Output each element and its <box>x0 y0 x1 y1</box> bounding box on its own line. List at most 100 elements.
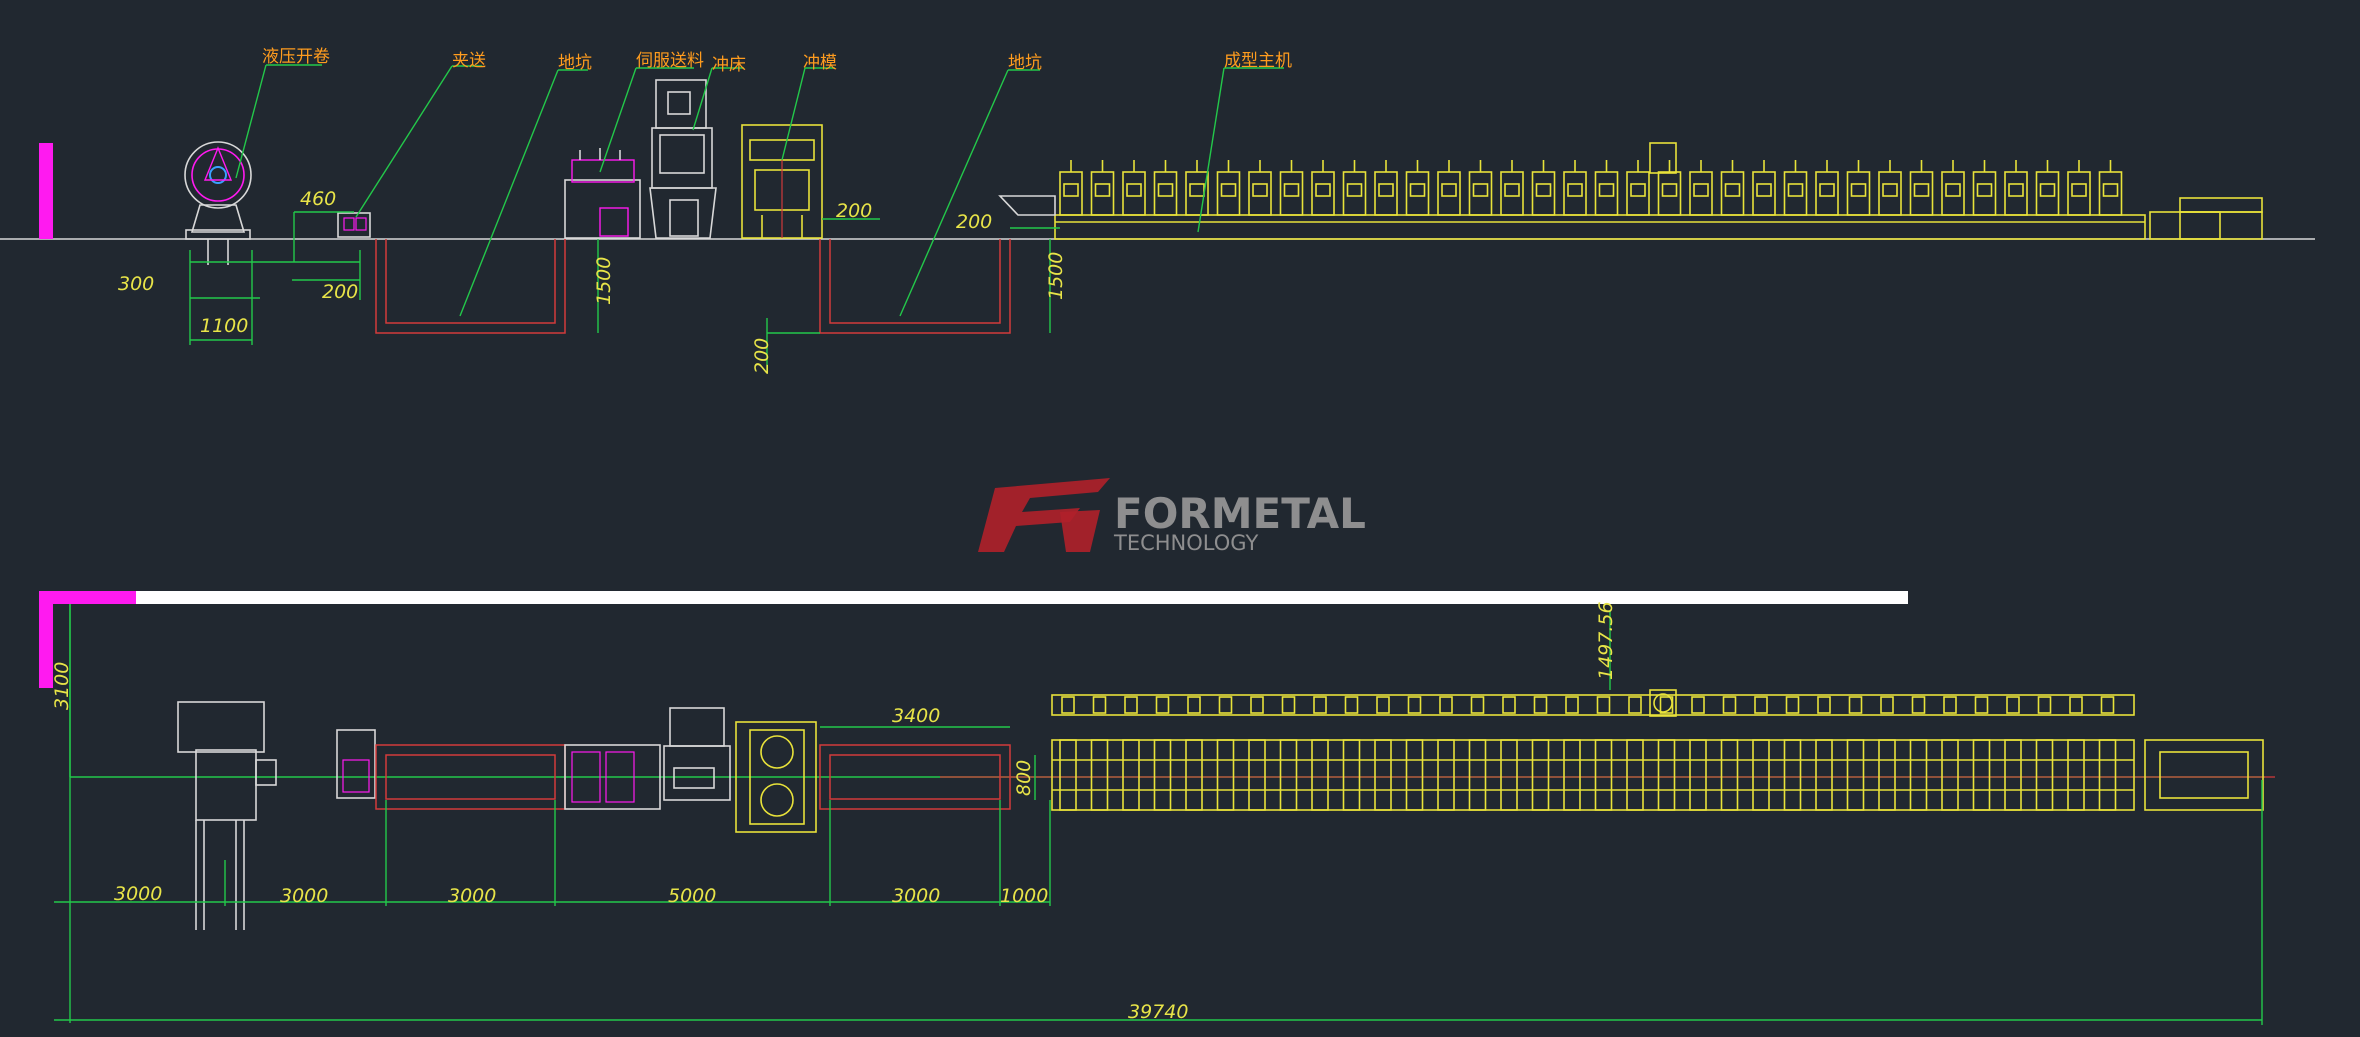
roller-stand-elevation-shaft <box>1945 183 1961 197</box>
roller-stand-elevation-shaft <box>1819 183 1835 197</box>
roller-stand-plan <box>1815 739 1833 811</box>
ucs-marker-bottom-v <box>39 591 53 688</box>
gearbox-plan <box>1533 696 1548 714</box>
roller-stand-plan <box>1878 739 1896 811</box>
roller-stand-elevation-shaft <box>1378 183 1394 197</box>
dim-seg-6: 1000 <box>1000 885 1048 907</box>
leader-lines <box>235 64 1284 317</box>
gearbox-plan <box>1911 696 1926 714</box>
watermark-sub: TECHNOLOGY <box>1113 531 1258 555</box>
gearbox-plan <box>1155 696 1170 714</box>
gearbox-plan <box>1061 696 1075 714</box>
gearbox-plan <box>2037 696 2052 714</box>
gearbox-plan <box>1691 696 1705 714</box>
roller-stand-plan <box>2067 739 2085 811</box>
roller-stand-plan <box>1626 739 1644 811</box>
roller-stand-elevation-shaft <box>1126 183 1142 197</box>
gearbox-plan <box>1943 696 1957 714</box>
dim-460: 460 <box>300 188 336 210</box>
label-pit-2: 地坑 <box>1008 53 1042 73</box>
dim-200-b: 200 <box>836 200 872 222</box>
gearbox-plan <box>1785 696 1800 714</box>
gearbox-plan <box>1754 696 1768 714</box>
roller-stand-elevation-shaft <box>1063 183 1079 197</box>
roller-stand-plan <box>1657 739 1676 811</box>
roller-stand-elevation-shaft <box>1472 183 1489 197</box>
ucs-marker-bottom-h <box>39 591 136 604</box>
ucs-marker-top <box>39 143 53 239</box>
pit-2-plan <box>819 744 1011 810</box>
roller-stand-plan <box>1216 739 1235 811</box>
roller-stand-elevation-shaft <box>1346 183 1363 197</box>
dim-300: 300 <box>118 273 154 295</box>
roller-stand-plan <box>1500 739 1518 811</box>
gearbox-plan <box>1092 696 1107 714</box>
roller-stand-plan <box>2035 739 2054 811</box>
roller-stand-elevation-shaft <box>1850 183 1867 197</box>
gearbox-plan <box>1281 696 1296 714</box>
roller-stand-elevation-shaft <box>2102 183 2119 197</box>
roller-stand-plan <box>1972 739 1991 811</box>
roller-stand-plan <box>1594 739 1613 811</box>
roller-stand-plan <box>1122 739 1140 811</box>
roller-stand-elevation-shaft <box>2039 183 2056 197</box>
elevation-view: 液压开卷 夹送 地坑 伺服送料 冲床 冲模 地坑 成型主机 460 300 11… <box>0 47 2315 374</box>
dim-1500-b: 1500 <box>1045 252 1067 300</box>
roller-stand-elevation-shaft <box>1598 183 1615 197</box>
roller-stand-elevation-shaft <box>1661 183 1678 197</box>
dim-seg-3: 3000 <box>448 885 496 907</box>
dim-200-c: 200 <box>956 211 992 233</box>
roller-stand-plan <box>1468 739 1487 811</box>
plan-dimension-lines <box>54 604 2263 1025</box>
roller-stand-plan <box>1311 739 1329 811</box>
roller-stand-plan <box>1752 739 1770 811</box>
die-machine <box>741 124 823 239</box>
dim-1500-a: 1500 <box>593 257 615 305</box>
roll-former-elevation <box>998 142 2263 240</box>
label-servo-feeder: 伺服送料 <box>636 51 704 71</box>
servo-feeder-machine <box>564 148 641 239</box>
roller-stand-elevation-shaft <box>1409 183 1426 197</box>
gearbox-plan <box>1124 696 1138 714</box>
label-die: 冲模 <box>803 53 837 73</box>
roller-stand-elevation-shaft <box>1756 183 1772 197</box>
roller-stand-elevation-shaft <box>2008 183 2024 197</box>
gearbox-plan <box>2006 696 2020 714</box>
pit-1 <box>375 239 566 334</box>
roller-stand-elevation-shaft <box>1567 183 1583 197</box>
dim-800: 800 <box>1013 760 1035 796</box>
roller-stand-elevation-shaft <box>1094 183 1111 197</box>
roller-stand-elevation-shaft <box>1913 183 1930 197</box>
dim-200-d: 200 <box>751 338 773 374</box>
press-machine <box>649 79 717 239</box>
roll-former-plan <box>1051 689 2264 811</box>
roller-stand-elevation-shaft <box>1441 183 1457 197</box>
gearbox-plan <box>1250 696 1264 714</box>
elevation-dimension-lines <box>189 211 1060 372</box>
roller-stand-plan <box>1248 739 1266 811</box>
gearbox-plan <box>1659 696 1674 714</box>
gearbox-plan <box>1313 696 1327 714</box>
gearbox-plan <box>2069 696 2083 714</box>
roller-stand-plan <box>1374 739 1392 811</box>
servo-plan <box>564 744 661 810</box>
label-press: 冲床 <box>712 55 746 75</box>
gearbox-plan <box>1974 696 1989 714</box>
roller-stand-elevation-shaft <box>1220 183 1237 197</box>
roller-stand-elevation-shaft <box>1504 183 1520 197</box>
roller-stand-elevation-shaft <box>1630 183 1646 197</box>
gearbox-plan <box>1439 696 1453 714</box>
label-roll-former: 成型主机 <box>1224 51 1292 71</box>
roller-stand-plan <box>2004 739 2022 811</box>
decoiler-machine <box>184 141 252 265</box>
gearbox-plan <box>1722 696 1737 714</box>
watermark-brand: FORMETAL <box>1114 489 1366 538</box>
roller-stand-plan <box>1279 739 1298 811</box>
roller-stand-plan <box>1531 739 1550 811</box>
gearbox-plan <box>1596 696 1611 714</box>
roller-stand-plan <box>1185 739 1203 811</box>
roller-stand-elevation-shaft <box>1252 183 1268 197</box>
dim-seg-5: 3000 <box>892 885 940 907</box>
watermark-logo: FORMETAL TECHNOLOGY <box>978 478 1366 555</box>
gearbox-plan <box>1565 696 1579 714</box>
